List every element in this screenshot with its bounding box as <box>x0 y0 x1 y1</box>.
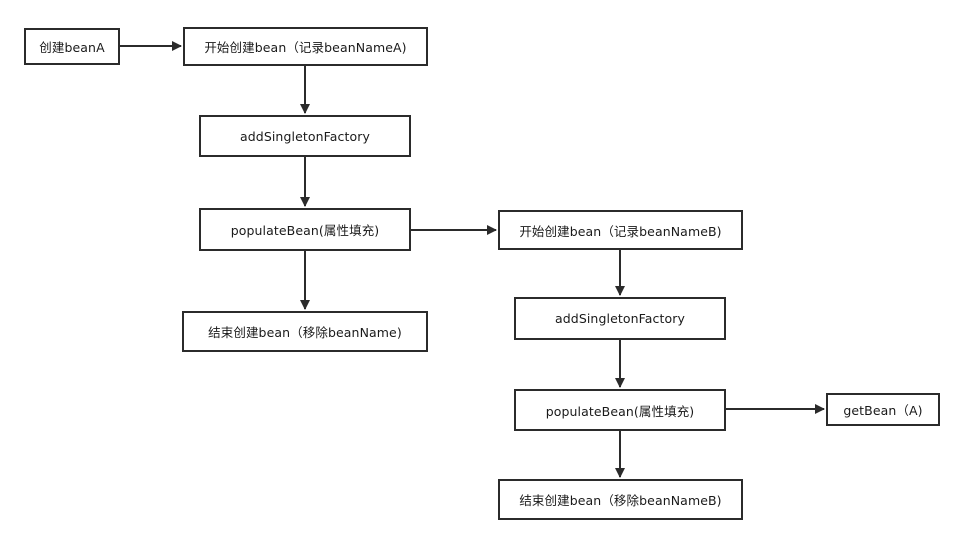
node-end-create-b: 结束创建bean（移除beanNameB) <box>498 479 743 520</box>
node-add-singleton-factory-a: addSingletonFactory <box>199 115 411 157</box>
node-start-create-b: 开始创建bean（记录beanNameB) <box>498 210 743 250</box>
node-populate-bean-b: populateBean(属性填充) <box>514 389 726 431</box>
node-get-bean-a: getBean（A) <box>826 393 940 426</box>
node-create-bean-a: 创建beanA <box>24 28 120 65</box>
node-add-singleton-factory-b: addSingletonFactory <box>514 297 726 340</box>
node-populate-bean-a: populateBean(属性填充) <box>199 208 411 251</box>
node-start-create-a: 开始创建bean（记录beanNameA) <box>183 27 428 66</box>
node-end-create-a: 结束创建bean（移除beanName) <box>182 311 428 352</box>
